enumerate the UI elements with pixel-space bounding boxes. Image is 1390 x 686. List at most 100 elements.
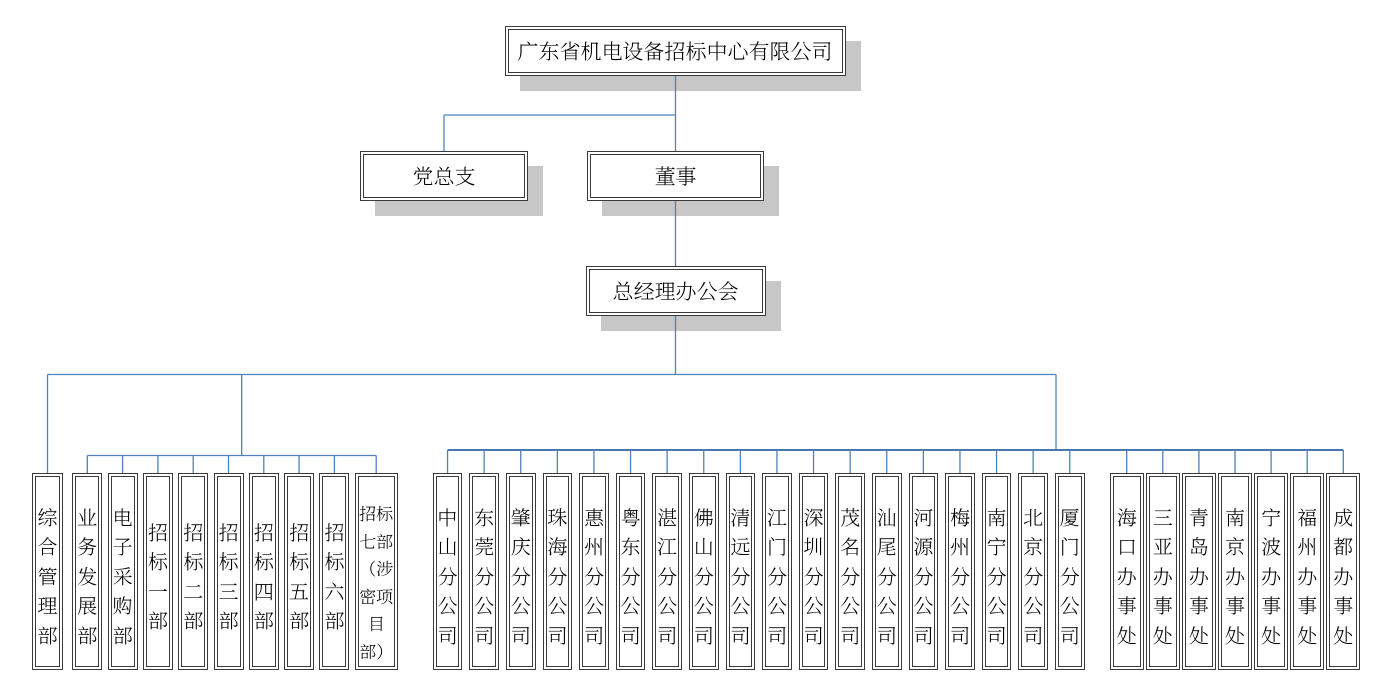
org-box-departments-4-label: 招标二部	[183, 516, 204, 635]
org-box-departments-0-label: 综合管理部	[37, 501, 58, 649]
org-box-board-frame: 董事	[590, 154, 761, 198]
org-box-branches-2: 肇庆分公司	[506, 473, 536, 670]
org-box-offices-0: 海口办事处	[1109, 473, 1144, 670]
org-box-departments-3: 招标一部	[142, 473, 173, 670]
org-box-branches-4: 惠州分公司	[579, 473, 609, 670]
org-box-offices-4-frame: 宁波办事处	[1257, 476, 1286, 667]
org-box-branches-13-frame: 河源分公司	[911, 476, 936, 667]
org-box-departments-5-label: 招标三部	[218, 516, 239, 635]
org-box-offices-1-frame: 三亚办事处	[1148, 476, 1177, 667]
org-box-departments-1-label: 业务发展部	[77, 501, 98, 649]
org-box-branches-17-frame: 厦门分公司	[1058, 476, 1082, 667]
org-box-departments-5: 招标三部	[213, 473, 244, 670]
org-box-offices-2-label: 青岛办事处	[1188, 501, 1209, 649]
org-box-branches-8-frame: 清远分公司	[728, 476, 753, 667]
org-box-branches-9: 江门分公司	[762, 473, 792, 670]
org-box-root-label: 广东省机电设备招标中心有限公司	[517, 35, 833, 66]
org-box-branches-0-frame: 中山分公司	[435, 476, 460, 667]
org-box-departments-9-label: 招标七部（涉密项目部）	[359, 500, 394, 663]
org-box-branches-4-label: 惠州分公司	[583, 501, 604, 649]
org-box-offices-1: 三亚办事处	[1145, 473, 1180, 670]
org-box-gm-office: 总经理办公会	[585, 266, 766, 316]
org-box-branches-3: 珠海分公司	[542, 473, 573, 670]
org-box-branches-3-frame: 珠海分公司	[545, 476, 570, 667]
org-box-gm-office-label: 总经理办公会	[612, 275, 739, 306]
org-box-offices-2-frame: 青岛办事处	[1184, 476, 1213, 667]
org-box-offices-6-frame: 成都办事处	[1329, 476, 1358, 667]
org-box-departments-6-frame: 招标四部	[251, 476, 276, 667]
org-box-branches-2-frame: 肇庆分公司	[509, 476, 533, 667]
org-box-offices-0-frame: 海口办事处	[1112, 476, 1141, 667]
org-box-branches-15-label: 南宁分公司	[986, 501, 1007, 649]
org-box-departments-7-frame: 招标五部	[287, 476, 312, 667]
org-box-departments-7: 招标五部	[284, 473, 315, 670]
org-box-departments-5-frame: 招标三部	[216, 476, 241, 667]
org-box-departments-6-label: 招标四部	[253, 516, 274, 635]
org-box-branches-10: 深圳分公司	[798, 473, 829, 670]
org-box-branches-4-frame: 惠州分公司	[582, 476, 606, 667]
org-box-branches-6-frame: 湛江分公司	[655, 476, 679, 667]
org-box-offices-4: 宁波办事处	[1254, 473, 1289, 670]
org-box-branches-8-label: 清远分公司	[730, 501, 751, 649]
org-box-offices-3-frame: 南京办事处	[1221, 476, 1249, 667]
org-box-departments-7-label: 招标五部	[289, 516, 310, 635]
org-box-offices-5: 福州办事处	[1290, 473, 1325, 670]
org-box-branches-15-frame: 南宁分公司	[984, 476, 1009, 667]
org-box-departments-6: 招标四部	[248, 473, 279, 670]
org-box-branches-13: 河源分公司	[908, 473, 939, 670]
org-box-party-label: 党总支	[412, 160, 476, 191]
org-box-offices-2: 青岛办事处	[1181, 473, 1216, 670]
org-box-offices-0-label: 海口办事处	[1116, 501, 1137, 649]
org-box-departments-2-label: 电子采购部	[112, 501, 133, 649]
org-box-board-label: 董事	[654, 160, 697, 191]
org-box-departments-9-frame: 招标七部（涉密项目部）	[357, 476, 395, 667]
org-box-branches-9-label: 江门分公司	[766, 501, 787, 649]
org-box-departments-1-frame: 业务发展部	[75, 476, 100, 667]
org-box-branches-0-label: 中山分公司	[437, 501, 458, 649]
org-box-branches-5: 粤东分公司	[615, 473, 646, 670]
org-box-departments-1: 业务发展部	[72, 473, 103, 670]
org-box-departments-4-frame: 招标二部	[181, 476, 206, 667]
org-box-offices-5-frame: 福州办事处	[1293, 476, 1322, 667]
org-box-branches-11: 茂名分公司	[835, 473, 865, 670]
org-box-branches-16-frame: 北京分公司	[1021, 476, 1045, 667]
org-box-branches-7-label: 佛山分公司	[693, 501, 714, 649]
org-box-departments-4: 招标二部	[178, 473, 209, 670]
org-box-branches-14: 梅州分公司	[945, 473, 975, 670]
org-box-offices-6: 成都办事处	[1326, 473, 1361, 670]
org-box-branches-12-frame: 汕尾分公司	[875, 476, 899, 667]
org-box-branches-2-label: 肇庆分公司	[510, 501, 531, 649]
org-box-departments-3-frame: 招标一部	[145, 476, 170, 667]
org-box-branches-1: 东莞分公司	[469, 473, 499, 670]
org-box-branches-14-frame: 梅州分公司	[948, 476, 972, 667]
org-box-offices-3-label: 南京办事处	[1225, 501, 1245, 649]
org-box-branches-13-label: 河源分公司	[913, 501, 934, 649]
org-box-board: 董事	[587, 151, 764, 201]
org-box-gm-office-frame: 总经理办公会	[588, 269, 763, 313]
org-box-branches-10-label: 深圳分公司	[803, 501, 824, 649]
org-box-departments-8: 招标六部	[319, 473, 350, 670]
org-box-branches-16-label: 北京分公司	[1023, 501, 1044, 649]
org-box-branches-16: 北京分公司	[1018, 473, 1048, 670]
org-box-branches-10-frame: 深圳分公司	[801, 476, 826, 667]
org-box-departments-0-frame: 综合管理部	[35, 476, 60, 667]
org-box-root: 广东省机电设备招标中心有限公司	[504, 26, 846, 76]
org-box-branches-14-label: 梅州分公司	[949, 501, 970, 649]
org-box-root-frame: 广东省机电设备招标中心有限公司	[507, 29, 843, 73]
org-box-departments-3-label: 招标一部	[147, 516, 168, 635]
org-box-departments-9: 招标七部（涉密项目部）	[354, 473, 398, 670]
org-box-branches-11-frame: 茂名分公司	[838, 476, 862, 667]
org-box-branches-3-label: 珠海分公司	[547, 501, 568, 649]
org-box-branches-6-label: 湛江分公司	[657, 501, 678, 649]
org-box-branches-7-frame: 佛山分公司	[692, 476, 716, 667]
org-box-offices-6-label: 成都办事处	[1333, 501, 1354, 649]
org-box-branches-12-label: 汕尾分公司	[876, 501, 897, 649]
org-box-departments-8-label: 招标六部	[324, 516, 345, 635]
org-box-branches-0: 中山分公司	[432, 473, 463, 670]
org-box-branches-7: 佛山分公司	[689, 473, 719, 670]
org-box-offices-1-label: 三亚办事处	[1152, 501, 1173, 649]
org-box-branches-1-frame: 东莞分公司	[472, 476, 496, 667]
org-box-branches-17-label: 厦门分公司	[1059, 501, 1080, 649]
org-box-branches-8: 清远分公司	[725, 473, 756, 670]
